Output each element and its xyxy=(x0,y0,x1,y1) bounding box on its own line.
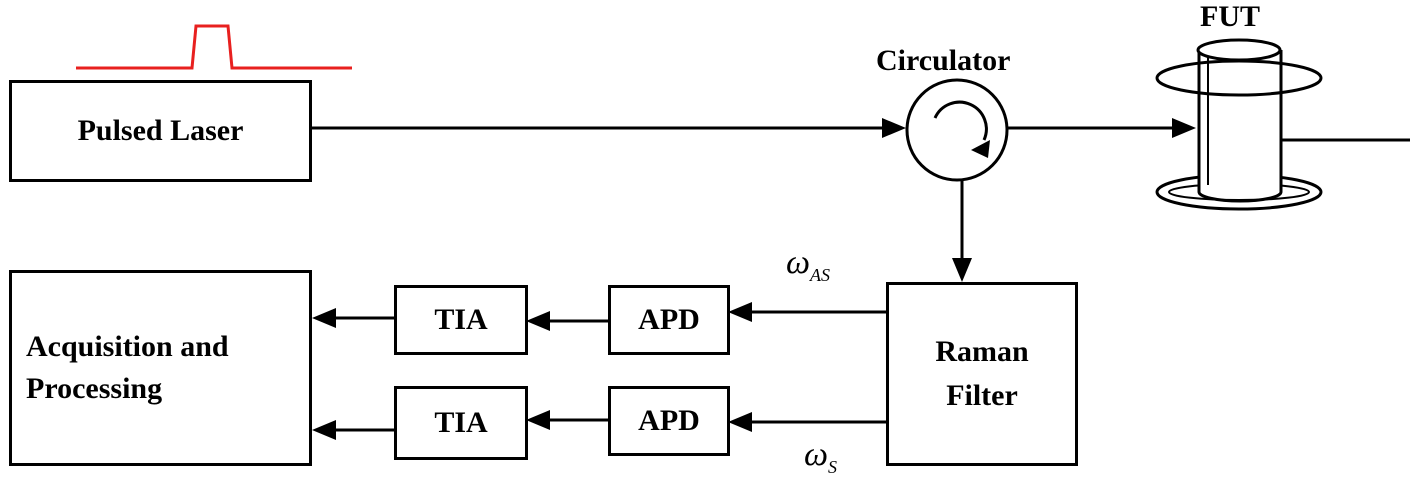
apd-bottom-label: APD xyxy=(638,404,700,437)
circulator-to-filter-arrowhead xyxy=(952,258,972,282)
tia-to-acq-bottom-arrowhead xyxy=(312,420,336,440)
circulator-to-fut-arrowhead xyxy=(1172,118,1196,138)
apd-to-tia-top-arrowhead xyxy=(526,311,550,331)
filter-to-apd-top-arrowhead xyxy=(728,302,752,322)
tia-to-acq-top-arrowhead xyxy=(312,308,336,328)
raman-filter-label-line2: Filter xyxy=(946,379,1018,412)
anti-stokes-symbol: ω xyxy=(786,244,811,281)
pulse-waveform xyxy=(76,24,352,70)
filter-to-apd-bottom-arrowhead xyxy=(728,412,752,432)
laser-to-circulator-arrowhead xyxy=(882,118,906,138)
tia-bottom-block: TIA xyxy=(394,386,528,460)
circulator-label: Circulator xyxy=(876,44,1011,77)
raman-filter-block: Raman Filter xyxy=(886,282,1078,466)
raman-filter-label-line1: Raman xyxy=(935,335,1029,368)
circulator-rotation-arrowhead xyxy=(971,140,990,158)
stokes-symbol: ω xyxy=(804,436,829,473)
anti-stokes-label: ωAS xyxy=(786,244,830,286)
fut-spool-icon xyxy=(1155,38,1323,211)
fut-label: FUT xyxy=(1200,0,1260,33)
tia-top-block: TIA xyxy=(394,285,528,355)
circulator-rotation-icon xyxy=(933,100,988,141)
pulsed-laser-label: Pulsed Laser xyxy=(77,114,244,147)
pulsed-laser-block: Pulsed Laser xyxy=(9,80,312,182)
apd-top-label: APD xyxy=(638,303,700,336)
apd-to-tia-bottom-arrowhead xyxy=(526,410,550,430)
apd-top-block: APD xyxy=(608,285,730,355)
apd-bottom-block: APD xyxy=(608,386,730,456)
acquisition-label-line1: Acquisition and xyxy=(26,330,229,363)
acquisition-label-line2: Processing xyxy=(26,372,163,405)
stokes-label: ωS xyxy=(804,436,837,478)
anti-stokes-subscript: AS xyxy=(810,264,831,285)
acquisition-processing-block: Acquisition and Processing xyxy=(9,270,312,466)
stokes-subscript: S xyxy=(828,456,838,477)
tia-bottom-label: TIA xyxy=(434,406,488,439)
tia-top-label: TIA xyxy=(434,303,488,336)
circulator-icon xyxy=(905,78,1009,182)
